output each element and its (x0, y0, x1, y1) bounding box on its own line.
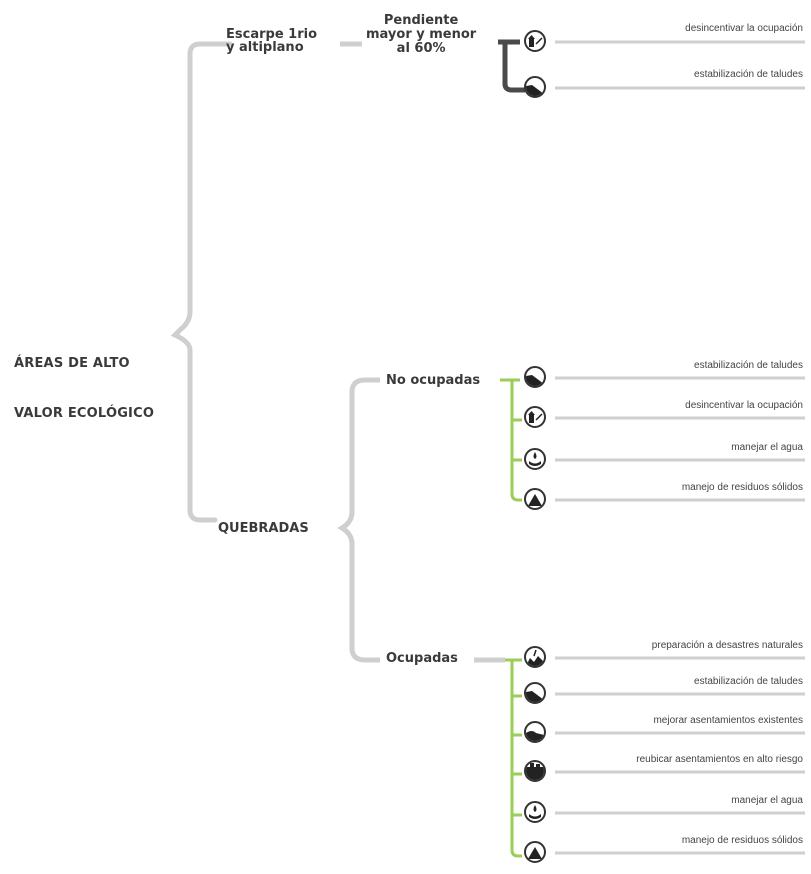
action-label: manejar el agua (731, 795, 803, 806)
root-title-line-1: ÁREAS DE ALTO (14, 356, 130, 371)
slope-icon (524, 76, 546, 98)
root-bracket (170, 41, 233, 523)
action-label: reubicar asentamientos en alto riesgo (636, 754, 803, 765)
waste-pile-icon (524, 841, 546, 863)
action-label: desincentivar la ocupación (685, 400, 803, 411)
disaster-icon (524, 646, 546, 668)
slope-icon (524, 366, 546, 388)
action-label: desincentivar la ocupación (685, 23, 803, 34)
root-title-line-2: VALOR ECOLÓGICO (14, 406, 155, 421)
action-label: manejo de residuos sólidos (681, 482, 803, 493)
pendiente-connector (498, 39, 525, 93)
water-drop-icon (524, 448, 546, 470)
quebradas-label: QUEBRADAS (218, 521, 309, 536)
pendiente-label: Pendiente mayor y menor al 60% (366, 13, 477, 56)
action-label: mejorar asentamientos existentes (653, 715, 803, 726)
action-label: estabilización de taludes (694, 69, 803, 80)
ocupadas-connector (505, 658, 522, 858)
escarpe-label: Escarpe 1rio y altiplano (226, 27, 317, 55)
settlement-icon (524, 721, 546, 743)
action-label: estabilización de taludes (694, 360, 803, 371)
action-label: manejo de residuos sólidos (681, 835, 803, 846)
action-label: preparación a desastres naturales (651, 640, 803, 651)
ocupadas-label: Ocupadas (386, 651, 458, 666)
water-drop-icon (524, 801, 546, 823)
action-label: estabilización de taludes (694, 676, 803, 687)
house-warning-icon (524, 406, 546, 428)
relocate-icon (524, 760, 546, 782)
slope-icon (524, 682, 546, 704)
quebradas-bracket (337, 377, 380, 663)
root-title: ÁREAS DE ALTO VALOR ECOLÓGICO (14, 326, 154, 451)
house-warning-icon (524, 30, 546, 52)
waste-pile-icon (524, 488, 546, 510)
action-label: manejar el agua (731, 442, 803, 453)
no-ocupadas-connector (500, 378, 522, 502)
no-ocupadas-label: No ocupadas (386, 373, 481, 388)
